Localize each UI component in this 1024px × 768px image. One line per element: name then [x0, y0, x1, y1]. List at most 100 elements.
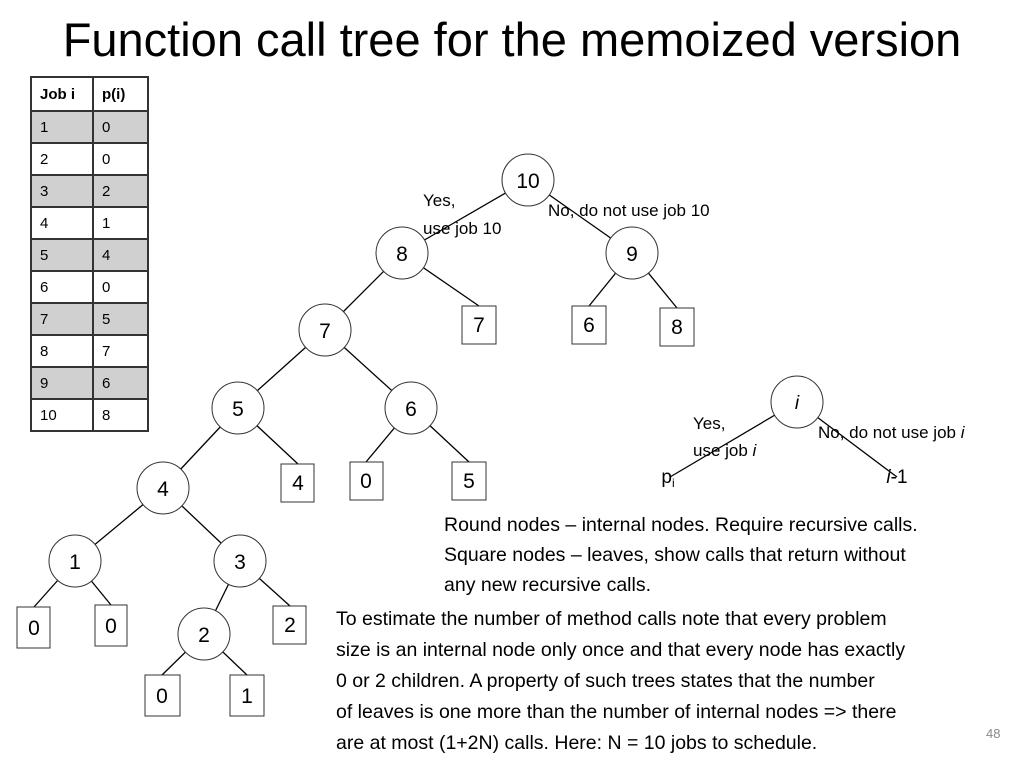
node-7 [298, 303, 352, 357]
internal-nodes [48, 153, 824, 661]
page-number: 48 [986, 726, 1001, 741]
legend-root-label: i [795, 393, 800, 414]
node-4 [136, 461, 190, 515]
leaf [229, 674, 265, 717]
explanation-text: To estimate the number of method calls n… [336, 604, 905, 759]
cell: 4 [92, 238, 149, 272]
node-label: 6 [405, 398, 417, 421]
tree-edges [33, 179, 898, 676]
cell: 5 [92, 302, 149, 336]
leaf-label: 2 [284, 614, 296, 637]
cell: 5 [30, 238, 94, 272]
cell: 0 [92, 270, 149, 304]
leaf [94, 604, 128, 647]
explanation-line: are at most (1+2N) calls. Here: N = 10 j… [336, 732, 818, 754]
cell: 8 [92, 398, 149, 432]
leaf [461, 305, 497, 345]
cell: 1 [30, 110, 94, 144]
explanation-line: 0 or 2 children. A property of such tree… [336, 670, 875, 692]
leaf-label: 0 [156, 685, 168, 708]
node-labels: 10 8 9 7 5 6 4 1 3 2 7 6 8 4 0 5 0 0 2 0… [28, 170, 907, 708]
node-5 [211, 381, 265, 435]
yes-label: use job 10 [423, 219, 501, 238]
cell: 1 [92, 206, 149, 240]
node-label: 1 [69, 551, 81, 574]
node-2 [177, 607, 231, 661]
t: i [961, 423, 966, 442]
cell: 2 [92, 174, 149, 208]
cell: 7 [30, 302, 94, 336]
node-3 [213, 534, 267, 588]
node-legend-notes: Round nodes – internal nodes. Require re… [444, 510, 918, 600]
cell: 0 [92, 110, 149, 144]
leaf-label: 6 [583, 314, 595, 337]
p-text: p [661, 467, 672, 488]
t: use job [693, 441, 753, 460]
leaf-label: 0 [105, 615, 117, 638]
note-line: Square nodes – leaves, show calls that r… [444, 544, 906, 566]
legend-right-label: i-1 [886, 467, 907, 488]
node-label: 9 [626, 243, 638, 266]
leaf [272, 605, 307, 645]
leaf-label: 5 [463, 470, 475, 493]
node-1 [48, 534, 102, 588]
cell: 8 [30, 334, 94, 368]
explanation-line: size is an internal node only once and t… [336, 639, 906, 661]
leaf-label: 8 [671, 316, 683, 339]
minus-one-text: -1 [891, 467, 908, 488]
leaf [571, 305, 607, 345]
legend-yes-label: use job i [693, 441, 758, 460]
cell: 9 [30, 366, 94, 400]
t: No, do not use job [818, 423, 961, 442]
leaf [659, 307, 695, 347]
note-line: any new recursive calls. [444, 574, 651, 596]
cell: 0 [92, 142, 149, 176]
no-label: No, do not use job 10 [548, 201, 710, 220]
explanation-line: To estimate the number of method calls n… [336, 608, 887, 630]
cell: 3 [30, 174, 94, 208]
p-subscript: i [672, 476, 675, 490]
leaf [349, 461, 384, 501]
leaf-label: 0 [28, 617, 40, 640]
cell: 4 [30, 206, 94, 240]
explanation-line: of leaves is one more than the number of… [336, 701, 897, 723]
leaf [16, 606, 51, 649]
leaf-label: 0 [360, 470, 372, 493]
header-p: p(i) [92, 76, 149, 112]
leaf-label: 7 [473, 314, 485, 337]
legend-node-i [770, 375, 824, 429]
edge-labels: Yes, use job 10 No, do not use job 10 Ye… [423, 191, 966, 460]
leaf-nodes [16, 305, 695, 717]
cell: 2 [30, 142, 94, 176]
cell: 7 [92, 334, 149, 368]
node-10 [501, 153, 555, 207]
note-line: Round nodes – internal nodes. Require re… [444, 514, 918, 536]
header-job: Job i [30, 76, 94, 112]
node-label: 2 [198, 624, 210, 647]
leaf-label: 1 [241, 685, 253, 708]
legend-left-label: pi [661, 467, 674, 490]
node-6 [384, 381, 438, 435]
node-label: 7 [319, 320, 331, 343]
leaf-label: 4 [292, 472, 304, 495]
node-9 [605, 226, 659, 280]
yes-label: Yes, [423, 191, 455, 210]
legend-yes-label: Yes, [693, 414, 725, 433]
cell: 6 [92, 366, 149, 400]
leaf [451, 461, 487, 501]
leaf [280, 463, 315, 503]
t: i [753, 441, 758, 460]
node-label: 8 [396, 243, 408, 266]
cell: 10 [30, 398, 94, 432]
legend-no-label: No, do not use job i [818, 423, 966, 442]
cell: 6 [30, 270, 94, 304]
leaf [144, 674, 181, 717]
slide-title: Function call tree for the memoized vers… [62, 13, 962, 66]
node-label: 3 [234, 551, 246, 574]
i-text: i [886, 467, 891, 488]
node-label: 4 [157, 478, 169, 501]
node-label: 10 [516, 170, 539, 193]
node-8 [375, 226, 429, 280]
